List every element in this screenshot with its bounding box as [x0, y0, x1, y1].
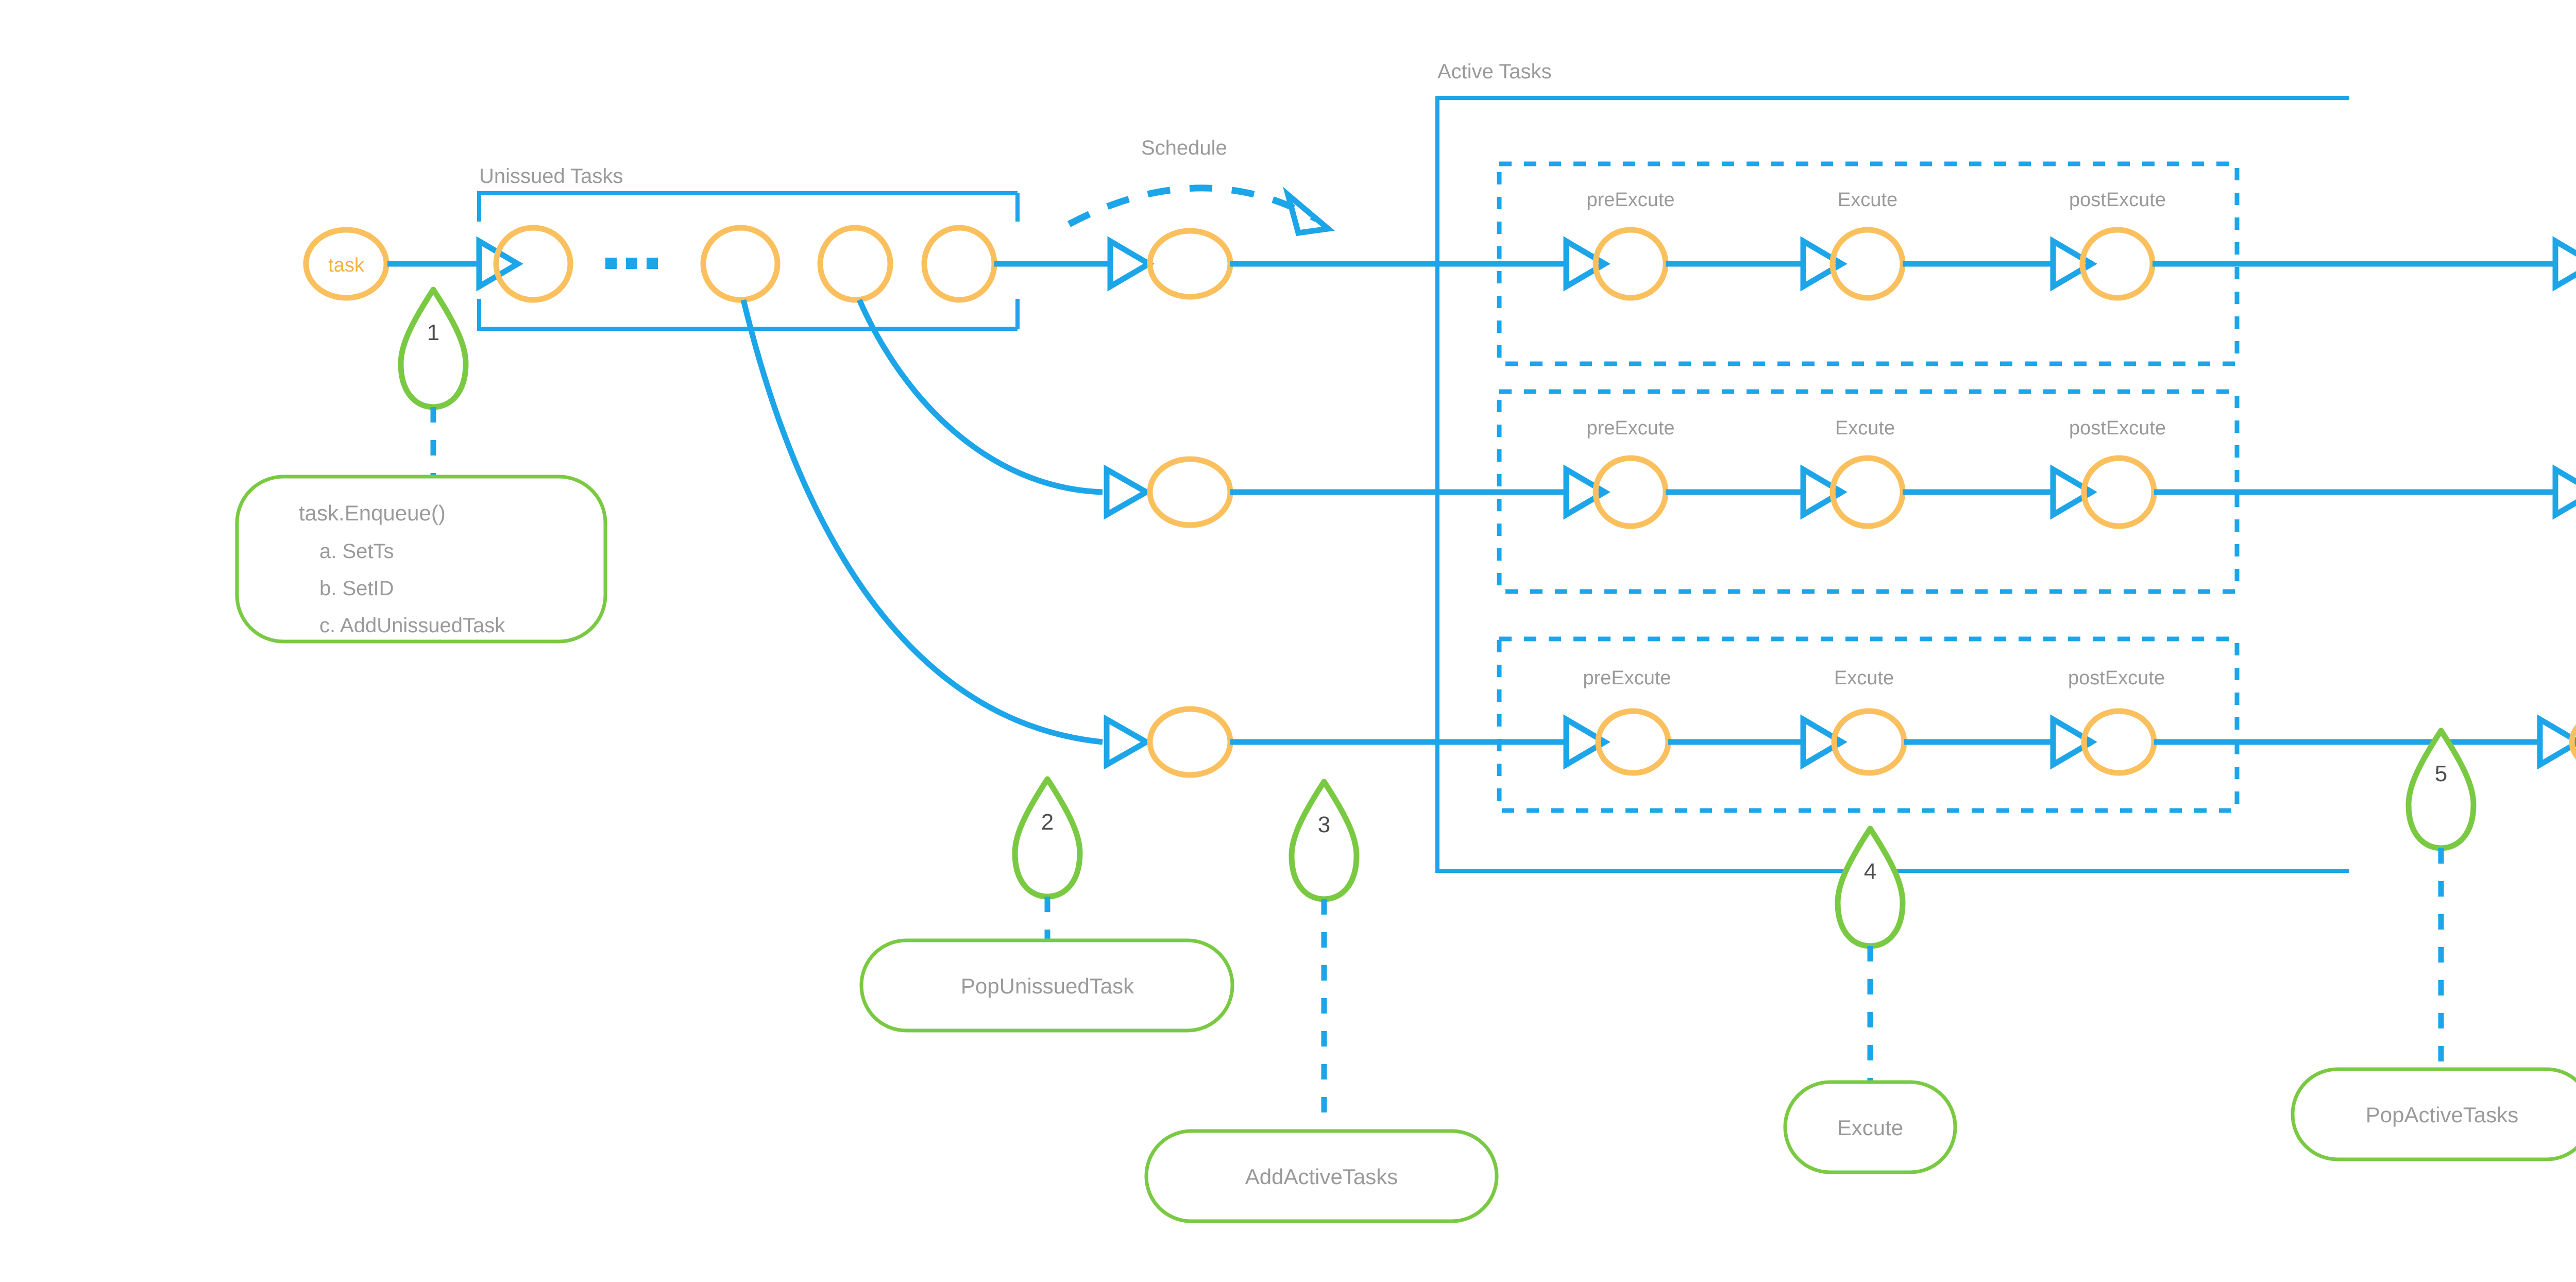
- pipeline-row-1: preExcute Excute postExcute: [1147, 161, 2576, 366]
- queue-node-2: [700, 225, 781, 303]
- marker-4-number: 4: [1864, 859, 1876, 884]
- active-tasks-label: Active Tasks: [1437, 60, 1552, 83]
- marker-1-number: 1: [427, 320, 439, 345]
- active-tasks-bracket: [1435, 96, 2349, 873]
- marker-5-number: 5: [2435, 761, 2447, 786]
- add-active-callout-label: AddActiveTasks: [1245, 1165, 1398, 1189]
- arrowhead-icon: [1563, 236, 1611, 292]
- unissued-bracket-top-left: [477, 191, 1018, 222]
- pipeline-row-3: preExcute Excute postExcute: [1147, 636, 2576, 813]
- marker-3-teardrop: [1289, 779, 1360, 902]
- arrowhead-icon: [1104, 464, 1153, 520]
- task-node-label: task: [328, 255, 365, 276]
- arrowhead-icon: [2552, 464, 2576, 520]
- schedule-arrowhead-icon: [1283, 187, 1335, 237]
- add-active-callout-box: [1144, 1129, 1499, 1223]
- schedule-dashed-arc: [1067, 184, 1318, 227]
- pop-unissued-callout-box: [859, 938, 1234, 1033]
- marker-2-teardrop: [1012, 776, 1083, 900]
- unissued-tasks-label: Unissued Tasks: [479, 165, 623, 188]
- row1-stage-label-pre: preExcute: [1586, 189, 1674, 211]
- arrowhead-icon: [2050, 464, 2097, 520]
- pipeline-row-2: preExcute Excute postExcute: [1147, 389, 2576, 594]
- arrowhead-icon: [1800, 464, 1848, 520]
- queue-node-3: [817, 225, 893, 303]
- marker-2-number: 2: [1041, 809, 1054, 835]
- marker-3-group: 3 AddActiveTasks: [1144, 779, 1499, 1223]
- enqueue-callout-line-2: a. SetTs: [319, 540, 394, 563]
- arrowhead-icon: [1800, 236, 1848, 292]
- pop-active-callout-label: PopActiveTasks: [2366, 1103, 2518, 1127]
- excute-callout-box: [1783, 1080, 1957, 1174]
- arrowhead-icon: [1800, 714, 1848, 770]
- row1-stage-label-main: Excute: [1838, 189, 1897, 211]
- enqueue-callout-line-4: c. AddUnissuedTask: [319, 614, 505, 637]
- marker-1-group: 1 task.Enqueue() a. SetTs b. SetID c. Ad…: [235, 286, 607, 644]
- row2-stage-label-main: Excute: [1835, 417, 1895, 439]
- queue-fanout-curves: [740, 298, 1153, 770]
- enqueue-callout-line-3: b. SetID: [319, 577, 394, 600]
- arrowhead-icon: [2050, 714, 2097, 770]
- queue-node-1: [493, 225, 573, 303]
- arrowhead-icon: [1104, 714, 1153, 770]
- schedule-label: Schedule: [1141, 137, 1227, 159]
- curve-to-row2: [856, 298, 1103, 495]
- curve-to-row3: [740, 299, 1103, 745]
- row2-stage-label-post: postExcute: [2069, 417, 2166, 439]
- row1-stage-label-post: postExcute: [2069, 189, 2166, 211]
- marker-3-number: 3: [1318, 812, 1330, 837]
- unissued-tasks-group: Unissued Tasks: [477, 165, 1020, 331]
- row1-entry-node: [1147, 228, 1233, 300]
- pop-active-callout-box: [2291, 1067, 2576, 1161]
- unissued-queue-nodes: [493, 225, 997, 303]
- row2-stage-label-pre: preExcute: [1586, 417, 1674, 439]
- schedule-annotation: Schedule: [1067, 137, 1335, 237]
- row2-entry-node: [1147, 456, 1233, 528]
- enqueue-callout-box: [235, 475, 607, 644]
- marker-1-teardrop: [398, 286, 469, 410]
- arrowhead-icon: [1107, 236, 1155, 292]
- unissued-bracket-bottom-left: [477, 299, 1018, 331]
- marker-2-group: 2 PopUnissuedTask: [859, 776, 1234, 1033]
- queue-ellipsis-icon: [605, 258, 658, 269]
- arrowhead-icon: [2537, 714, 2576, 770]
- task-ellipse: [303, 227, 389, 301]
- arrowhead-icon: [1563, 714, 1611, 770]
- arrowhead-icon: [1563, 464, 1611, 520]
- queue-to-row1-arrow: [994, 236, 1155, 292]
- enqueue-callout-line-1: task.Enqueue(): [299, 501, 446, 525]
- row3-stage-label-post: postExcute: [2068, 667, 2165, 689]
- arrowhead-icon: [2050, 236, 2097, 292]
- pop-unissued-callout-label: PopUnissuedTask: [961, 974, 1134, 998]
- marker-4-group: 4 Excute: [1783, 825, 1957, 1174]
- row3-entry-node: [1147, 706, 1233, 778]
- row3-dashed-box: [1497, 636, 2240, 813]
- excute-callout-label: Excute: [1837, 1116, 1903, 1140]
- row3-stage-label-main: Excute: [1834, 667, 1894, 689]
- task-node: task: [303, 227, 389, 301]
- row3-exit-node: [2569, 724, 2576, 760]
- marker-5-group: 5 PopActiveTasks: [2291, 728, 2576, 1161]
- arrowhead-icon: [2552, 236, 2576, 292]
- marker-4-teardrop: [1835, 825, 1906, 949]
- row3-stage-label-pre: preExcute: [1583, 667, 1671, 689]
- queue-node-4: [921, 225, 997, 303]
- marker-5-teardrop: [2405, 728, 2477, 851]
